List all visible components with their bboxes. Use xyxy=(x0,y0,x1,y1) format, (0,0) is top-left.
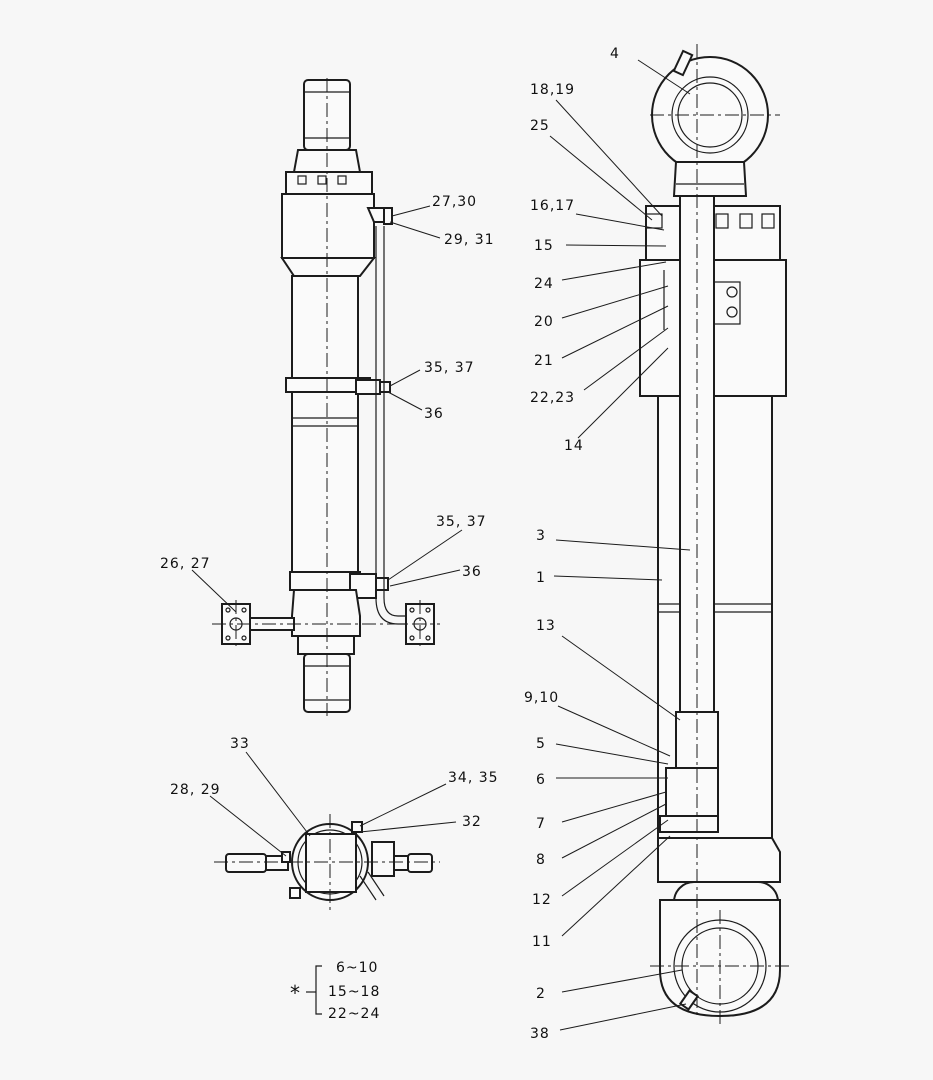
part-label: 6 xyxy=(536,772,546,788)
part-label: 25 xyxy=(530,118,550,134)
part-label: 33 xyxy=(230,736,250,752)
part-label: 7 xyxy=(536,816,546,832)
part-label: 28, 29 xyxy=(170,782,221,798)
part-label: 24 xyxy=(534,276,554,292)
legend-group: 15~18 xyxy=(328,984,380,1000)
part-label: 2 xyxy=(536,986,546,1002)
part-label: 38 xyxy=(530,1026,550,1042)
part-label: 13 xyxy=(536,618,556,634)
part-label: 22,23 xyxy=(530,390,575,406)
legend-group: 6~10 xyxy=(336,960,378,976)
part-label: 15 xyxy=(534,238,554,254)
part-label: 18,19 xyxy=(530,82,575,98)
part-label: 16,17 xyxy=(530,198,575,214)
part-label: 29, 31 xyxy=(444,232,495,248)
part-label: 35, 37 xyxy=(436,514,487,530)
part-number-labels: 4 18,19 25 16,17 15 24 20 21 22,23 14 3 … xyxy=(160,46,620,1042)
side-view-cylinder xyxy=(212,78,440,716)
part-label: 14 xyxy=(564,438,584,454)
part-label: 4 xyxy=(610,46,620,62)
section-view-cylinder xyxy=(639,44,790,1024)
part-label: 21 xyxy=(534,353,554,369)
part-label: 1 xyxy=(536,570,546,586)
kit-legend: * 6~10 15~18 22~24 xyxy=(290,960,380,1022)
legend-group: 22~24 xyxy=(328,1006,380,1022)
part-label: 32 xyxy=(462,814,482,830)
part-label: 26, 27 xyxy=(160,556,211,572)
part-label: 12 xyxy=(532,892,552,908)
part-label: 36 xyxy=(462,564,482,580)
part-label: 27,30 xyxy=(432,194,477,210)
end-view-cylinder xyxy=(214,814,440,910)
part-label: 34, 35 xyxy=(448,770,499,786)
part-label: 35, 37 xyxy=(424,360,475,376)
part-label: 36 xyxy=(424,406,444,422)
part-label: 11 xyxy=(532,934,552,950)
part-label: 8 xyxy=(536,852,546,868)
part-label: 3 xyxy=(536,528,546,544)
leader-lines xyxy=(191,59,691,1031)
part-label: 5 xyxy=(536,736,546,752)
part-label: 9,10 xyxy=(524,690,559,706)
part-label: 20 xyxy=(534,314,554,330)
legend-marker: * xyxy=(290,981,300,1005)
